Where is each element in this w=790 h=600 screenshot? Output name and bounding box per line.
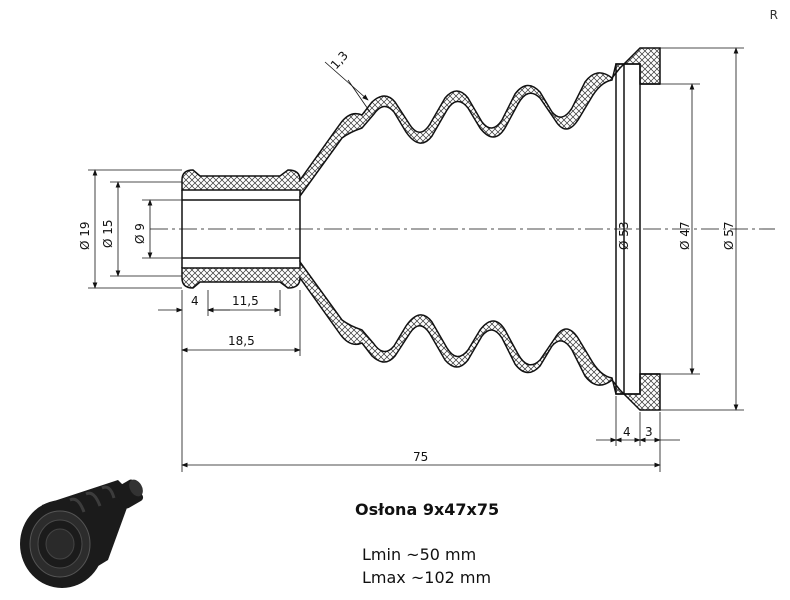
label-dia-53: Ø 53 [617, 221, 631, 250]
label-len-18-5: 18,5 [228, 334, 255, 348]
collar-bore [181, 190, 301, 268]
dim-wall-thickness [324, 61, 371, 113]
spec-lmax: Lmax ~102 mm [362, 568, 492, 587]
dim-collar-lengths [158, 290, 301, 360]
label-dia-19: Ø 19 [78, 221, 92, 250]
boot-illustration [20, 479, 144, 588]
label-dia-9: Ø 9 [133, 223, 147, 244]
label-dia-47: Ø 47 [678, 221, 692, 250]
label-len-75: 75 [413, 450, 428, 464]
dim-flange-widths [596, 396, 680, 446]
label-wall-1-3: 1,3 [328, 48, 351, 72]
label-dia-57: Ø 57 [722, 221, 736, 250]
label-len-3-right: 3 [645, 425, 653, 439]
part-title: Osłona 9x47x75 [355, 500, 500, 519]
label-len-4-right: 4 [623, 425, 631, 439]
label-len-11-5: 11,5 [232, 294, 259, 308]
spec-lmin: Lmin ~50 mm [362, 545, 477, 564]
boot-wall-upper [181, 47, 661, 199]
corner-mark: R [769, 8, 778, 22]
dim-left [88, 169, 182, 289]
boot-wall-lower [181, 259, 661, 411]
dim-right-diameters [615, 47, 744, 411]
label-len-4: 4 [191, 294, 199, 308]
label-dia-15: Ø 15 [101, 219, 115, 248]
